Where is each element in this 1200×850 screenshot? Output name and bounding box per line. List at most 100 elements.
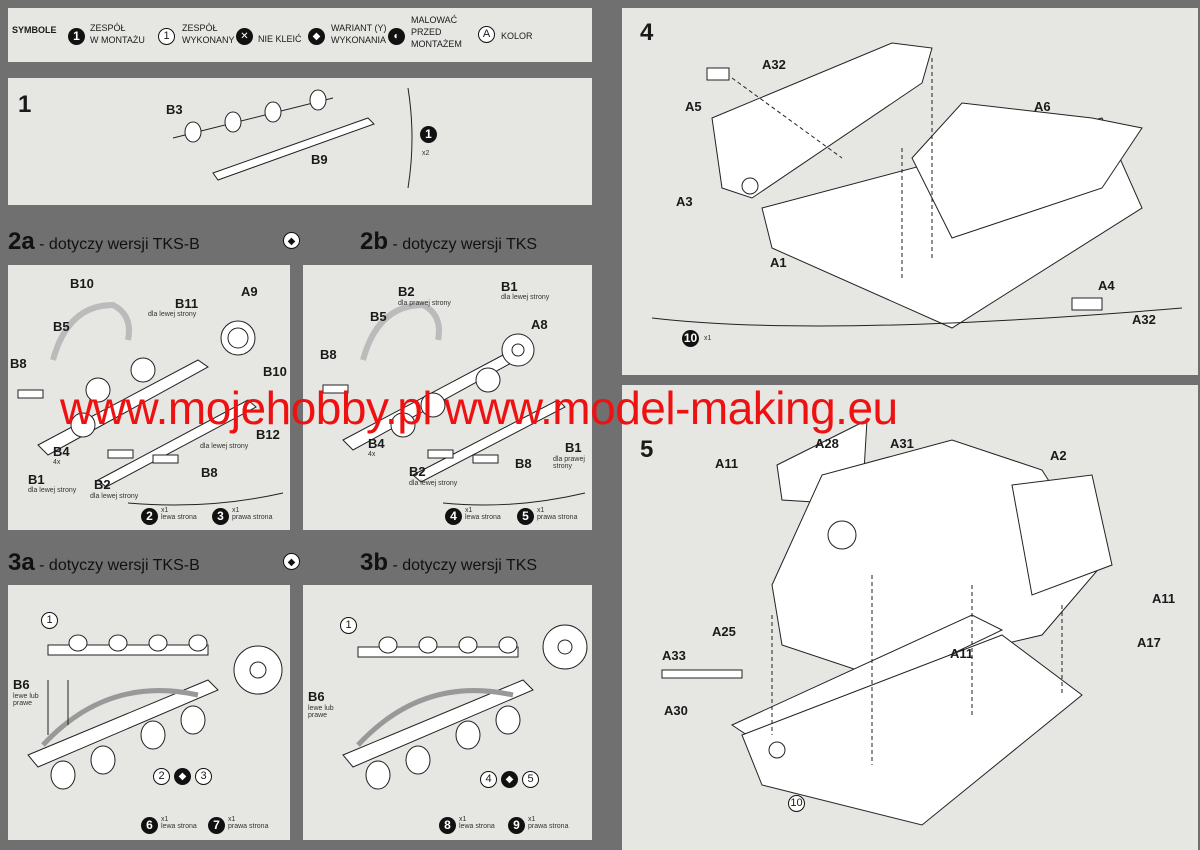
part-label: A33 — [662, 648, 686, 663]
step-5-panel: 5 A28 A31 A11 A2 A11 A25 A33 A17 A11 A30… — [622, 385, 1198, 850]
step-number: 4 — [640, 19, 654, 46]
part-note: dla lewej strony — [148, 311, 197, 318]
part-label: A32 — [1132, 312, 1156, 327]
step-2a-drawing — [17, 301, 284, 506]
symbol-label: NIE KLEIĆ — [258, 34, 302, 44]
result-assembly-icon: 5 — [517, 508, 534, 525]
part-label: A11 — [1152, 591, 1176, 606]
result-assembly-icon: 4 — [445, 508, 462, 525]
assembly-ref: 5 — [522, 771, 539, 788]
part-note: dla prawej strony — [398, 300, 451, 307]
result-assembly-icon: 7 — [208, 817, 225, 834]
step-3b-heading: 3b - dotyczy wersji TKS — [360, 549, 538, 576]
part-note: dla lewej strony — [200, 443, 249, 450]
part-label: B8 — [201, 465, 218, 480]
step-number: 5 — [640, 436, 654, 463]
symbol-label: WARIANT (Y)WYKONANIA — [331, 23, 387, 45]
quantity: x1 — [704, 335, 712, 342]
completed-assembly-icon: 1 — [340, 617, 357, 634]
part-label: A11 — [715, 456, 739, 471]
watermark: www.mojehobby.pl www.model-making.eu — [60, 382, 898, 434]
part-label: B8 — [515, 456, 532, 471]
result-assembly-icon: 8 — [439, 817, 456, 834]
result-assembly-icon: 9 — [508, 817, 525, 834]
part-label: B10 — [263, 364, 287, 379]
part-label: B1 — [28, 472, 45, 487]
step-3b-drawing — [342, 624, 588, 790]
assembly-ref: 3 — [195, 768, 212, 785]
part-label: B1 — [501, 279, 518, 294]
variant-icon: ◆ — [174, 768, 191, 785]
step-2b-panel: B2 dla prawej strony B1 dla lewej strony… — [303, 265, 592, 530]
part-label: A11 — [950, 646, 974, 661]
paint-before-assembly-icon: ◐ — [388, 28, 405, 45]
step-4-drawing — [651, 42, 1183, 329]
part-note: lewe lub prawe — [13, 693, 39, 707]
assembly-ref: 4 — [480, 771, 497, 788]
part-label: A2 — [1050, 448, 1067, 463]
part-label: B5 — [53, 319, 70, 334]
assembly-ref: 2 — [153, 768, 170, 785]
part-label: B2 — [409, 464, 426, 479]
result-assembly-icon: 3 — [212, 508, 229, 525]
no-glue-icon: ✕ — [236, 28, 253, 45]
part-note: dla lewej strony — [28, 487, 77, 494]
completed-assembly-icon: 1 — [41, 612, 58, 629]
part-label: A8 — [531, 317, 548, 332]
part-label: A5 — [685, 99, 702, 114]
step-4-panel: 4 A32 A5 A6 A3 A1 A4 A32 10 x1 — [622, 8, 1198, 375]
variant-icon: ◆ — [283, 553, 300, 570]
part-note: lewe lub prawe — [308, 705, 334, 719]
step-1-drawing — [172, 87, 413, 189]
part-label: B10 — [70, 276, 94, 291]
part-label: A32 — [762, 57, 786, 72]
part-label: A17 — [1137, 635, 1161, 650]
part-note: 4x — [53, 459, 61, 466]
part-label: A3 — [676, 194, 693, 209]
result-assembly-icon: 1 — [420, 126, 437, 143]
part-label: B4 — [53, 444, 70, 459]
step-5-drawing — [661, 419, 1113, 826]
part-label: A28 — [815, 436, 839, 451]
part-label: A30 — [664, 703, 688, 718]
result-assembly-icon: 10 — [682, 330, 699, 347]
part-note: dla lewej strony — [501, 294, 550, 301]
assembly-done-icon: 1 — [158, 28, 175, 45]
part-note: dla prawej strony — [553, 456, 585, 470]
part-label: A6 — [1034, 99, 1051, 114]
step-3a-heading: 3a - dotyczy wersji TKS-B — [8, 549, 200, 576]
part-label: B5 — [370, 309, 387, 324]
part-label: B4 — [368, 436, 385, 451]
result-assembly-icon: 6 — [141, 817, 158, 834]
part-label: A31 — [890, 436, 914, 451]
part-note: dla lewej strony — [90, 493, 139, 500]
part-label: B8 — [10, 356, 27, 371]
part-label: B6 — [308, 689, 325, 704]
symbol-label: KOLOR — [501, 31, 533, 41]
part-label: B12 — [256, 427, 280, 442]
part-label: A1 — [770, 255, 787, 270]
variant-icon: ◆ — [283, 232, 300, 249]
part-note: dla lewej strony — [409, 480, 458, 487]
step-1-panel: B3 B9 1 1 x2 — [8, 78, 592, 205]
part-label: B1 — [565, 440, 582, 455]
symbols-title: SYMBOLE — [12, 25, 57, 35]
variant-icon: ◆ — [501, 771, 518, 788]
result-assembly-icon: 2 — [141, 508, 158, 525]
part-label: B11 — [175, 296, 199, 311]
step-2b-heading: 2b - dotyczy wersji TKS — [360, 228, 538, 255]
part-label: A4 — [1098, 278, 1115, 293]
assembly-in-progress-icon: 1 — [68, 28, 85, 45]
quantity: x2 — [422, 150, 430, 157]
part-label: A9 — [241, 284, 258, 299]
part-label: B9 — [311, 152, 328, 167]
part-label: B2 — [398, 284, 415, 299]
